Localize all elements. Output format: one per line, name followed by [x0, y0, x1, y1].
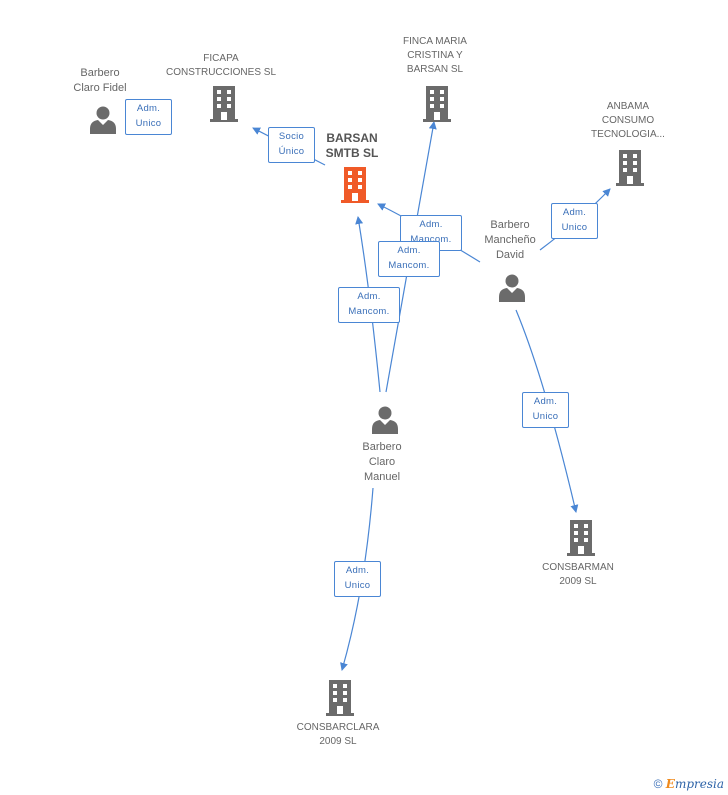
node-label-line: ANBAMA [606, 101, 650, 112]
brand-logo-initial: E [665, 777, 675, 791]
node-label-line: CONSUMO [601, 115, 655, 126]
person-icon[interactable] [88, 104, 118, 134]
node-label-line: David [495, 249, 525, 261]
edge-label-david-consbarman[interactable]: Adm. Unico [522, 392, 569, 428]
edge-label-fidel-ficapa[interactable]: Adm. Unico [125, 99, 172, 135]
edge-label-manuel-finca[interactable]: Adm. Mancom. [378, 241, 440, 277]
edge-label-line: Adm. [419, 219, 443, 230]
building-icon[interactable] [324, 680, 356, 716]
node-label-line: Barbero [490, 219, 530, 231]
building-icon[interactable] [614, 150, 646, 186]
brand-logo: Empresia [666, 777, 724, 791]
node-label-line: Mancheño [484, 234, 536, 246]
node-label-line: 2009 SL [319, 736, 357, 747]
building-icon[interactable] [565, 520, 597, 556]
node-label-line: SMTB SL [325, 146, 379, 160]
edge-label-line: Mancom. [410, 234, 452, 245]
person-icon[interactable] [370, 404, 400, 434]
node-label-barbero-claro-manuel[interactable]: Barbero Claro Manuel [342, 440, 422, 485]
copyright-symbol: © [653, 777, 663, 791]
node-label-consbarman[interactable]: CONSBARMAN 2009 SL [528, 561, 628, 589]
node-label-line: CONSBARMAN [542, 562, 614, 573]
edge-label-line: Unico [561, 222, 588, 233]
node-label-line: FICAPA [203, 53, 239, 64]
node-label-consbarclara[interactable]: CONSBARCLARA 2009 SL [280, 721, 396, 749]
node-label-barbero-claro-fidel[interactable]: Barbero Claro Fidel [58, 66, 142, 96]
node-label-line: TECNOLOGIA... [591, 129, 665, 140]
node-label-line: CRISTINA Y [407, 50, 463, 61]
node-label-line: CONSBARCLARA [296, 722, 380, 733]
edge-label-david-anbama[interactable]: Adm. Unico [551, 203, 598, 239]
node-label-line: Manuel [363, 471, 401, 483]
edge-label-line: Adm. [357, 291, 381, 302]
edge-label-line: Adm. [397, 245, 421, 256]
edge-label-line: Mancom. [348, 306, 390, 317]
edge-label-line: Adm. [533, 396, 558, 407]
node-label-barsan[interactable]: BARSAN SMTB SL [312, 131, 392, 161]
edge-label-line: Unico [135, 118, 162, 129]
node-label-line: Claro Fidel [73, 82, 127, 94]
edge-label-manuel-barsan[interactable]: Adm. Mancom. [338, 287, 400, 323]
edge-label-barsan-ficapa[interactable]: Socio Único [268, 127, 315, 163]
node-label-barbero-manchenyo[interactable]: Barbero Mancheño David [470, 218, 550, 263]
person-icon[interactable] [497, 272, 527, 302]
node-label-anbama[interactable]: ANBAMA CONSUMO TECNOLOGIA... [578, 100, 678, 142]
node-label-line: BARSAN [326, 131, 378, 145]
node-label-line: FINCA MARIA [403, 36, 467, 47]
edge-label-line: Adm. [562, 207, 587, 218]
node-label-ficapa[interactable]: FICAPA CONSTRUCCIONES SL [156, 52, 286, 80]
copyright-notice[interactable]: © Empresia [654, 777, 724, 791]
edge-label-line: Mancom. [388, 260, 430, 271]
edge-label-line: Adm. [345, 565, 370, 576]
brand-logo-rest: mpresia [674, 777, 724, 791]
node-label-line: Claro [368, 456, 396, 468]
building-icon[interactable] [208, 86, 240, 122]
focus-building-icon[interactable] [339, 167, 371, 203]
node-label-line: Barbero [80, 67, 120, 79]
node-label-line: CONSTRUCCIONES SL [165, 67, 276, 78]
node-label-line: Barbero [362, 441, 402, 453]
node-label-line: 2009 SL [559, 576, 597, 587]
node-label-line: BARSAN SL [406, 64, 464, 75]
edge-label-line: Unico [344, 580, 371, 591]
edge-label-line: Unico [532, 411, 559, 422]
node-label-finca[interactable]: FINCA MARIA CRISTINA Y BARSAN SL [385, 35, 485, 77]
building-icon[interactable] [421, 86, 453, 122]
edge-label-manuel-consbarclara[interactable]: Adm. Unico [334, 561, 381, 597]
edge-label-line: Único [278, 146, 305, 157]
edge-label-line: Adm. [136, 103, 161, 114]
edge-label-line: Socio [278, 131, 305, 142]
